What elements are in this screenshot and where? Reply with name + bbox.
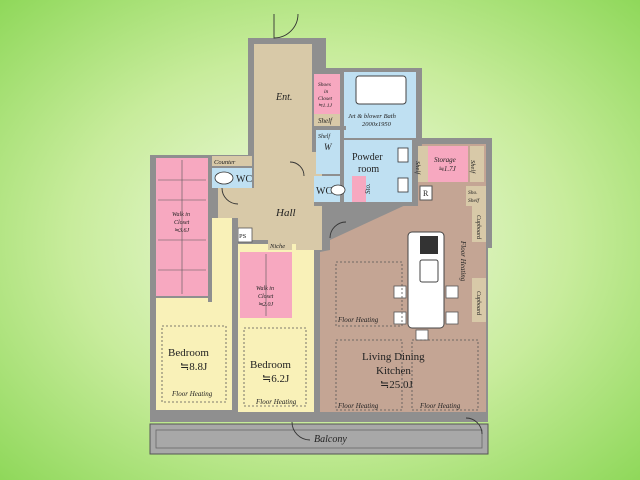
label-walkin-1-c: ≒3.6J xyxy=(174,228,190,234)
label-bath-2: 2000x1950 xyxy=(362,121,392,128)
balcony-rail xyxy=(155,429,483,449)
floor-heating-zones xyxy=(161,261,479,411)
label-shelf-side: Shelf xyxy=(468,197,480,204)
bathtub xyxy=(355,75,407,105)
label-ldk-c: ≒25.0J xyxy=(380,379,413,391)
label-storage-2: ≒1.7J xyxy=(438,165,457,173)
cupboard-2 xyxy=(472,278,486,322)
label-floor-heating-ldk1: Floor Heating xyxy=(337,316,379,324)
label-floor-heating-ldk3: Floor Heating xyxy=(419,402,461,410)
label-walkin-2-b: Closet xyxy=(258,294,274,300)
label-bedroom1-fh: Floor Heating xyxy=(171,390,213,398)
label-w: W xyxy=(324,142,333,152)
label-floor-heating-ldk2: Floor Heating xyxy=(337,402,379,410)
toilet-fixtures xyxy=(214,147,409,196)
label-cupboard-2: Cupboard xyxy=(475,291,481,316)
bedroom-2-main xyxy=(236,322,314,412)
niche xyxy=(268,240,292,250)
storage-room xyxy=(428,146,468,182)
dining-chairs xyxy=(393,285,459,341)
label-bath-1: Jet & blower Bath xyxy=(348,113,396,120)
label-wc-mid: WC xyxy=(316,186,332,197)
label-bedroom2-b: ≒6.2J xyxy=(262,373,290,385)
label-bedroom1-a: Bedroom xyxy=(168,347,209,359)
stove xyxy=(420,236,438,254)
label-walkin-2-c: ≒2.0J xyxy=(258,302,274,308)
shoes-closet xyxy=(314,74,340,114)
sto-closet xyxy=(352,176,366,202)
shelf-s1 xyxy=(416,146,428,182)
label-hall: Hall xyxy=(275,207,296,219)
balcony xyxy=(149,423,489,455)
label-r: R xyxy=(423,189,429,198)
door-swings xyxy=(221,13,483,441)
label-shelf-w: Shelf xyxy=(318,133,331,140)
label-bedroom2-a: Bedroom xyxy=(250,359,291,371)
label-storage-1: Storage xyxy=(434,156,456,164)
label-shelf-s1: Shelf xyxy=(414,161,421,175)
hall-floor xyxy=(218,44,322,250)
bedroom-1-floor xyxy=(156,218,232,410)
label-ps: PS xyxy=(239,233,247,240)
laundry-shelf xyxy=(316,130,340,174)
fridge-r xyxy=(419,185,433,201)
label-floor-heating-v: Floor Heating xyxy=(459,240,467,282)
label-shelf-top: Shelf xyxy=(318,117,333,125)
label-walkin-1-b: Closet xyxy=(174,220,190,226)
label-shoes-side: Sho. xyxy=(468,190,478,196)
ldk-floor xyxy=(320,144,486,412)
cupboard-1 xyxy=(472,206,486,242)
label-shoes-closet-4: ≒1.1J xyxy=(318,103,332,109)
partition-walls xyxy=(208,70,418,414)
closet-rails xyxy=(158,160,267,316)
label-counter: Counter xyxy=(214,159,236,166)
shoes-side xyxy=(466,186,486,206)
label-ldk-b: Kitchen xyxy=(376,365,411,377)
label-bedroom2-fh: Floor Heating xyxy=(255,398,297,406)
label-ldk-a: Living Dining xyxy=(362,351,425,363)
label-niche: Niche xyxy=(269,243,285,250)
shelf-s2 xyxy=(470,146,484,182)
label-walkin-2-a: Walk in xyxy=(256,286,274,292)
label-bedroom1-b: ≒8.8J xyxy=(180,361,208,373)
sink xyxy=(419,259,439,283)
label-powder-2: room xyxy=(358,164,379,175)
label-sto: Sto. xyxy=(364,183,372,194)
label-cupboard-1: Cupboard xyxy=(475,215,481,240)
label-walkin-1-a: Walk in xyxy=(172,212,190,218)
counter xyxy=(212,156,252,166)
label-ent: Ent. xyxy=(275,92,292,103)
label-wc-left: WC xyxy=(236,174,252,185)
label-shelf-s2: Shelf xyxy=(469,160,476,174)
label-shoes-closet-1: Shoes xyxy=(318,82,331,88)
label-shoes-closet-3: Closet xyxy=(318,96,333,102)
label-shoes-closet-2: in xyxy=(324,89,329,95)
shelf-top xyxy=(314,114,340,126)
label-balcony: Balcony xyxy=(314,434,347,445)
label-powder-1: Powder xyxy=(352,152,383,163)
